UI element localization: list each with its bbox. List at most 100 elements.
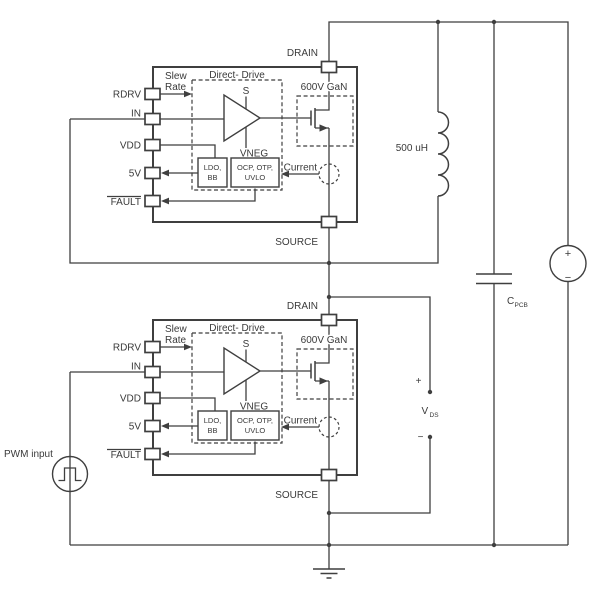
vneg-label: VNEG	[240, 402, 269, 413]
ldo-label-2: BB	[207, 173, 217, 182]
pin-label-rdrv: RDRV	[113, 343, 141, 354]
pin-vdd-square	[144, 391, 161, 405]
voltage-source-plus: +	[565, 248, 571, 260]
pwm-circle	[51, 455, 89, 493]
s-pin-label: S	[243, 339, 250, 350]
current-source-circle	[318, 163, 340, 185]
fet-symbol	[310, 108, 316, 128]
vds-label: V	[422, 406, 429, 417]
pin-5v-square	[144, 419, 161, 433]
pin-drain-square	[320, 313, 338, 327]
external-wiring	[69, 21, 569, 569]
pin-label-rdrv: RDRV	[113, 90, 141, 101]
gate-buffer-triangle	[223, 93, 262, 143]
current-arrowhead	[281, 170, 289, 178]
gan-label: 600V GaN	[301, 82, 348, 93]
pin-rdrv-square	[144, 340, 161, 354]
pin-fault-square	[144, 194, 161, 208]
pin-vdd-square	[144, 138, 161, 152]
pin-label-in: IN	[131, 109, 141, 120]
ldo-bb-box	[197, 410, 228, 441]
protection-box	[230, 410, 280, 441]
direct-drive-label: Direct- Drive	[209, 70, 265, 81]
capacitor-symbol: C PCB	[476, 273, 528, 309]
pwm-source-symbol: PWM input	[4, 449, 89, 493]
slew-rate-label-1: Slew	[165, 71, 187, 82]
protection-label-2: UVLO	[245, 173, 266, 182]
ldo-bb-box	[197, 157, 228, 188]
direct-drive-box	[191, 332, 283, 444]
ldo-label-1: LDO,	[204, 416, 222, 425]
protection-box	[230, 157, 280, 188]
pin-label-5v: 5V	[129, 422, 142, 433]
pin-in-square	[144, 365, 161, 379]
current-label: Current	[284, 163, 318, 174]
current-arrowhead	[281, 423, 289, 431]
pin-rdrv-square	[144, 87, 161, 101]
pin-label-drain: DRAIN	[287, 48, 318, 59]
wire-segments	[69, 21, 569, 569]
inductor-label: 500 uH	[396, 143, 428, 154]
direct-drive-box	[191, 79, 283, 191]
pin-label-drain: DRAIN	[287, 301, 318, 312]
fault-arrowhead	[161, 450, 169, 458]
pin-label-in: IN	[131, 362, 141, 373]
capacitor-label-sub: PCB	[515, 302, 528, 309]
inductor-symbol: 500 uH	[396, 111, 450, 197]
rdrv-arrowhead	[184, 90, 192, 98]
pin-label-source: SOURCE	[275, 237, 318, 248]
fet-source-arrow	[319, 377, 328, 385]
5v-arrowhead	[161, 422, 169, 430]
pin-label-source: SOURCE	[275, 490, 318, 501]
pwm-input-label: PWM input	[4, 449, 53, 460]
gan-fet-box	[296, 95, 354, 147]
capacitor-label: C	[507, 296, 514, 307]
pin-source-square	[320, 468, 338, 482]
pin-5v-square	[144, 166, 161, 180]
rdrv-arrowhead	[184, 343, 192, 351]
gate-buffer-triangle	[223, 346, 262, 396]
vds-label-sub: DS	[430, 412, 440, 419]
fet-source-arrow	[319, 124, 328, 132]
pin-label-5v: 5V	[129, 169, 142, 180]
5v-arrowhead	[161, 169, 169, 177]
junction-dots	[326, 19, 497, 548]
high-side-driver-ic: Direct- Drive Slew Rate S VNEG LDO, BB O…	[70, 48, 358, 248]
pin-fault-square	[144, 447, 161, 461]
fault-arrowhead	[161, 197, 169, 205]
pin-in-square	[144, 112, 161, 126]
pin-source-square	[320, 215, 338, 229]
pin-label-fault: FAULT	[111, 197, 141, 208]
ic-internal-wires	[70, 72, 330, 217]
slew-rate-label-1: Slew	[165, 324, 187, 335]
ldo-label-1: LDO,	[204, 163, 222, 172]
s-pin-label: S	[243, 86, 250, 97]
pin-drain-square	[320, 60, 338, 74]
vds-probe: + V DS −	[416, 376, 440, 443]
pin-label-fault: FAULT	[111, 450, 141, 461]
slew-rate-label-2: Rate	[165, 82, 187, 93]
pin-label-vdd: VDD	[120, 141, 141, 152]
ground-symbol	[313, 568, 345, 579]
pin-label-vdd: VDD	[120, 394, 141, 405]
voltage-source-symbol: + −	[549, 244, 587, 284]
vds-minus: −	[418, 432, 424, 443]
vneg-label: VNEG	[240, 149, 269, 160]
vds-plus: +	[416, 376, 422, 387]
gan-fet-box	[296, 348, 354, 400]
fet-symbol	[310, 361, 316, 381]
gan-label: 600V GaN	[301, 335, 348, 346]
protection-label-1: OCP, OTP,	[237, 416, 273, 425]
ldo-label-2: BB	[207, 426, 217, 435]
protection-label-2: UVLO	[245, 426, 266, 435]
direct-drive-label: Direct- Drive	[209, 323, 265, 334]
voltage-source-minus: −	[565, 272, 571, 284]
protection-label-1: OCP, OTP,	[237, 163, 273, 172]
slew-rate-label-2: Rate	[165, 335, 187, 346]
pulse-icon	[58, 467, 82, 482]
low-side-driver-ic: Direct- Drive Slew Rate S VNEG LDO, BB O…	[70, 301, 358, 501]
ic-internal-wires	[70, 325, 330, 470]
current-label: Current	[284, 416, 318, 427]
